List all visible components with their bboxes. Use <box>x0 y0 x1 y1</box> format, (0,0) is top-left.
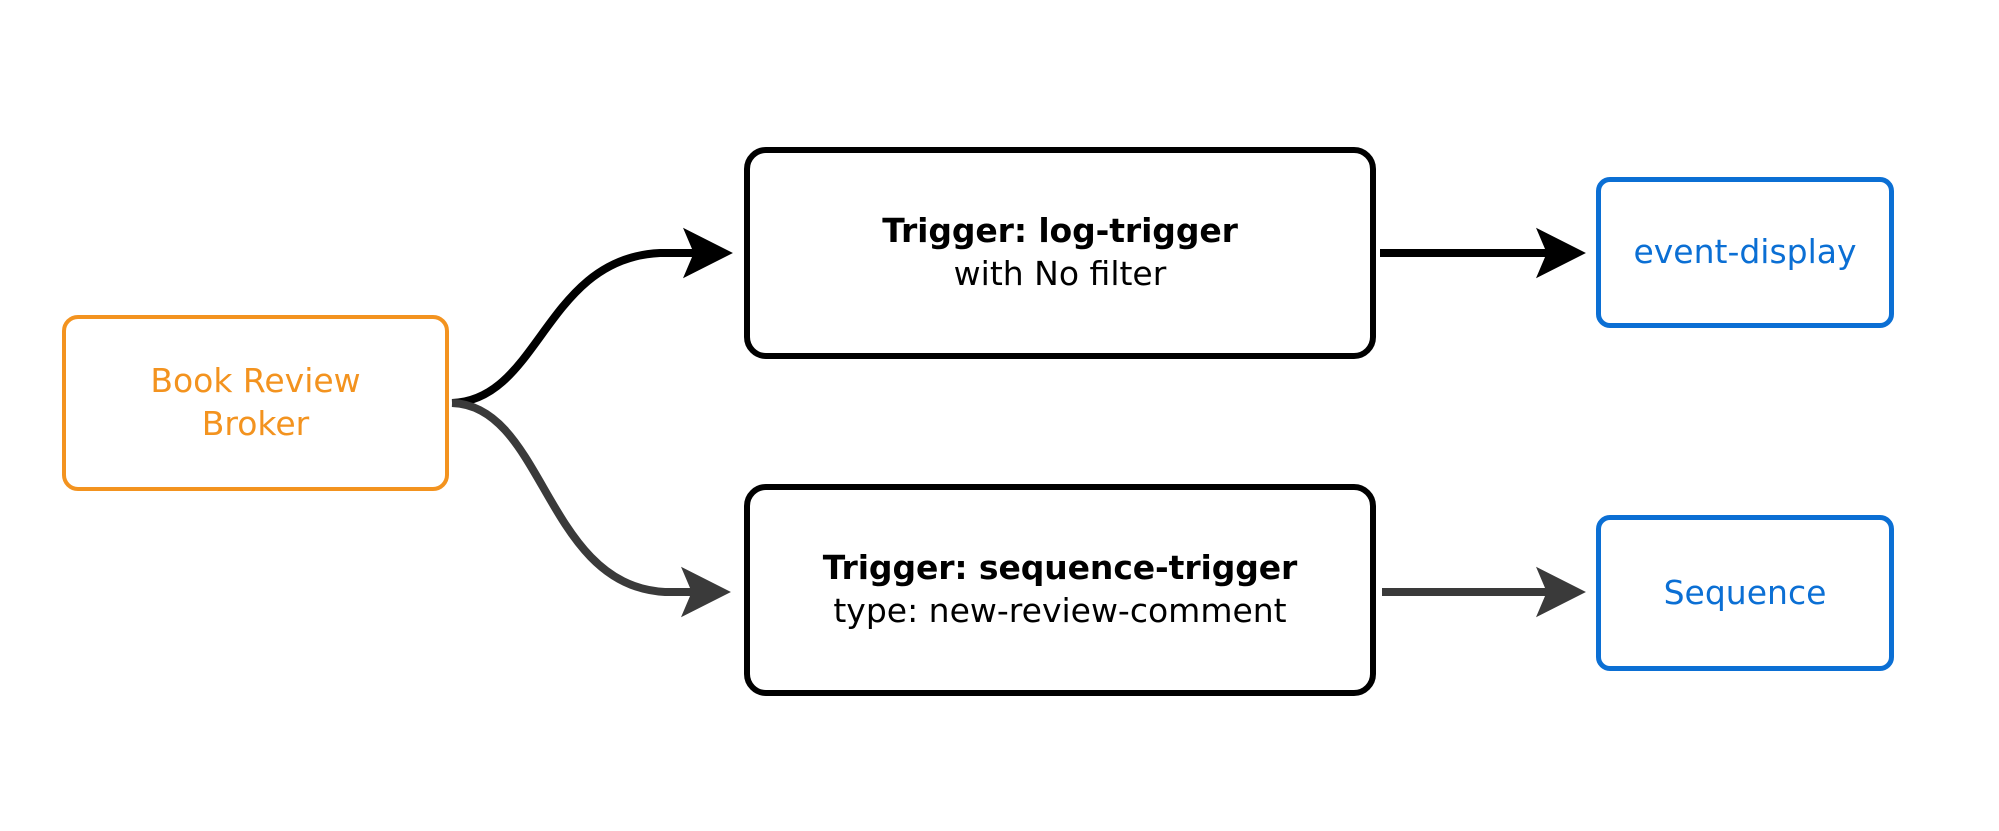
node-sequence[interactable]: Sequence <box>1596 515 1894 671</box>
node-sequence-trigger-subtitle: type: new-review-comment <box>833 591 1287 630</box>
node-log-trigger-subtitle: with No filter <box>953 254 1167 293</box>
node-event-display-label: event-display <box>1633 232 1857 272</box>
node-sequence-trigger-title: Trigger: sequence-trigger <box>822 548 1298 588</box>
node-sequence-label: Sequence <box>1663 572 1827 612</box>
edge-broker-to-log-trigger <box>451 227 733 407</box>
node-sequence-trigger[interactable]: Trigger: sequence-trigger type: new-revi… <box>744 484 1376 696</box>
node-broker-label-line1: Book Review <box>150 361 361 401</box>
node-log-trigger-title: Trigger: log-trigger <box>882 211 1238 251</box>
node-book-review-broker[interactable]: Book Review Broker <box>62 315 449 491</box>
node-log-trigger[interactable]: Trigger: log-trigger with No filter <box>744 147 1376 359</box>
node-event-display[interactable]: event-display <box>1596 177 1894 328</box>
edge-broker-to-sequence-trigger <box>451 399 731 618</box>
node-broker-label-line2: Broker <box>201 404 310 443</box>
